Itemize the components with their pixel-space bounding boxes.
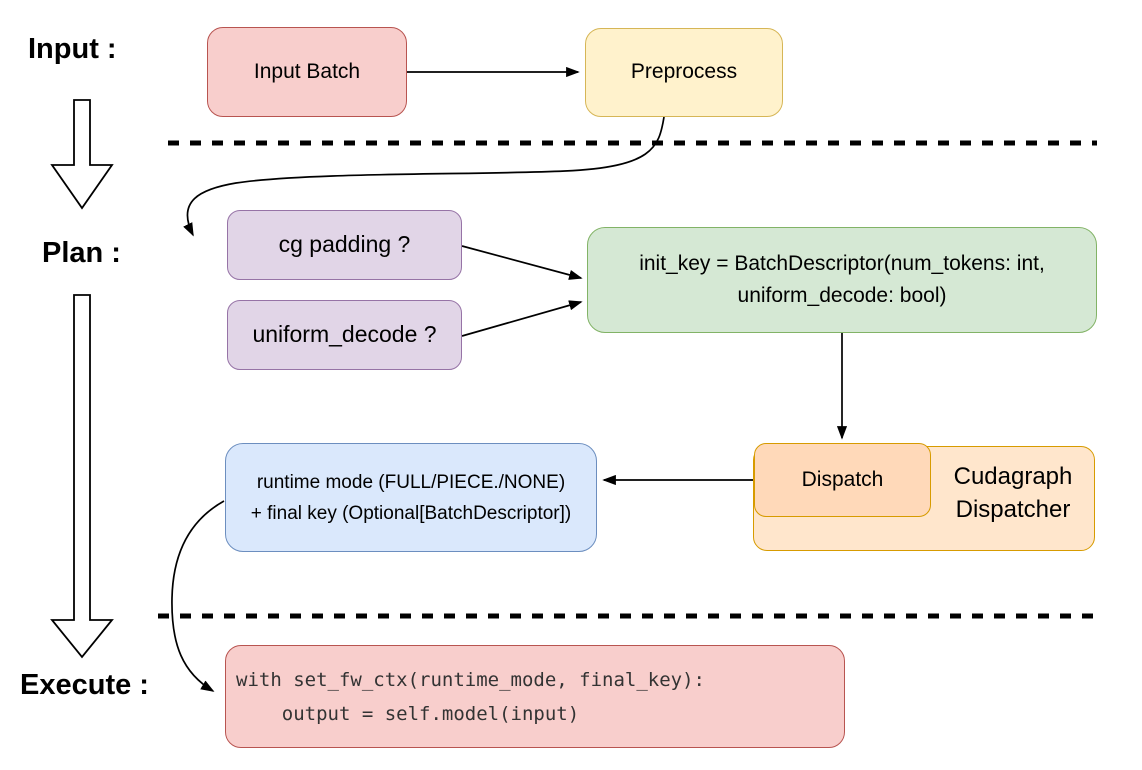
node-preprocess-label: Preprocess — [630, 60, 738, 84]
execute-code-line1: with set_fw_ctx(runtime_mode, final_key)… — [236, 668, 705, 691]
node-uniform-decode-label: uniform_decode ? — [252, 321, 437, 348]
edge-cgpadding-to-initkey — [461, 245, 583, 280]
node-uniform-decode: uniform_decode ? — [227, 300, 462, 370]
node-runtime-key-line1: runtime mode (FULL/PIECE./NONE) — [256, 471, 566, 493]
node-init-key-line1: init_key = BatchDescriptor(num_tokens: i… — [639, 252, 1045, 275]
stage-label-plan: Plan : — [42, 237, 121, 269]
node-input-batch: Input Batch — [207, 27, 407, 117]
node-cg-padding: cg padding ? — [227, 210, 462, 280]
edge-preprocess-to-cgpadding — [183, 116, 665, 237]
node-runtime-mode-final-key: runtime mode (FULL/PIECE./NONE) + final … — [225, 443, 597, 552]
edge-uniformdecode-to-initkey — [461, 300, 583, 337]
node-init-key-line2: uniform_decode: bool) — [737, 284, 947, 307]
node-dispatch-label: Dispatch — [801, 467, 884, 491]
stage-arrow-plan-to-execute — [50, 294, 114, 659]
edge-runtimekey-to-executecode — [171, 500, 225, 692]
node-execute-code: with set_fw_ctx(runtime_mode, final_key)… — [225, 645, 845, 748]
stage-label-input: Input : — [28, 33, 117, 65]
stage-arrow-input-to-plan — [50, 99, 114, 210]
node-cg-padding-label: cg padding ? — [278, 231, 411, 258]
node-preprocess: Preprocess — [585, 28, 783, 117]
node-cudagraph-dispatcher-label: Cudagraph Dispatcher — [953, 463, 1073, 523]
node-init-key: init_key = BatchDescriptor(num_tokens: i… — [587, 227, 1097, 333]
node-runtime-key-line2: + final key (Optional[BatchDescriptor]) — [250, 502, 572, 524]
node-input-batch-label: Input Batch — [253, 59, 361, 83]
stage-label-execute: Execute : — [20, 669, 149, 701]
execute-code-line2: output = self.model(input) — [236, 702, 580, 725]
node-dispatch: Dispatch — [754, 443, 931, 517]
